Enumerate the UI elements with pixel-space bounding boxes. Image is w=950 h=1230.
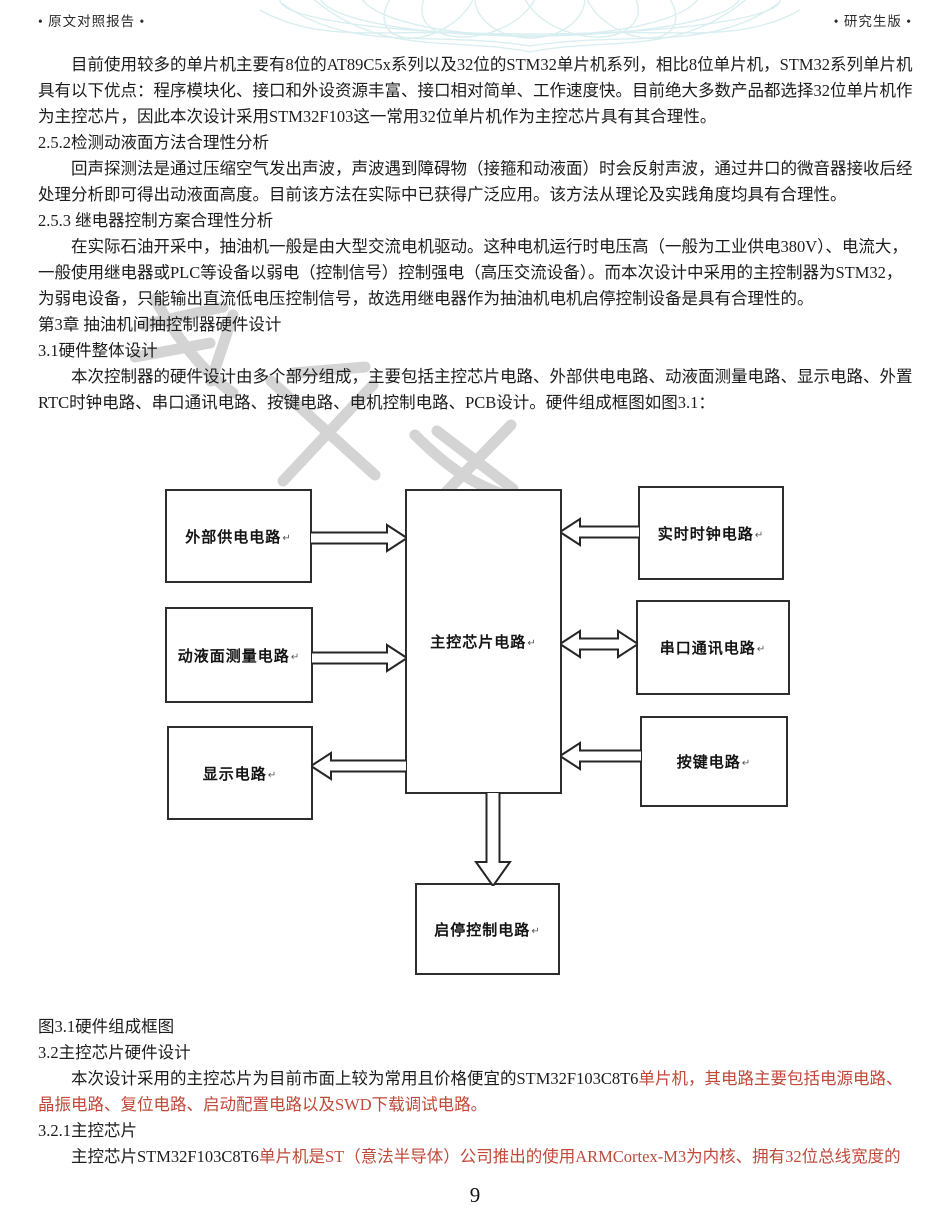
- figure-caption: 图3.1硬件组成框图: [38, 1017, 175, 1036]
- diagram-box-start-stop: 启停控制电路↵: [415, 883, 560, 975]
- paragraph-mcu-circuit-black: 本次设计采用的主控芯片为目前市面上较为常用且价格便宜的STM32F103C8T6: [71, 1069, 639, 1088]
- return-mark: ↵: [531, 925, 541, 937]
- box-label: 实时时钟电路: [657, 525, 754, 543]
- lower-text-block: 图3.1硬件组成框图 3.2主控芯片硬件设计 本次设计采用的主控芯片为目前市面上…: [38, 1014, 914, 1170]
- paragraph-mcu-choice: 目前使用较多的单片机主要有8位的AT89C5x系列以及32位的STM32单片机系…: [38, 55, 913, 126]
- diagram-box-keys: 按键电路↵: [640, 716, 788, 807]
- paragraph-mcu-circuit: 本次设计采用的主控芯片为目前市面上较为常用且价格便宜的STM32F103C8T6…: [38, 1066, 914, 1118]
- box-label: 串口通讯电路: [659, 640, 756, 657]
- paragraph-mcu-circuit-red: 单片机，其电路主要包括电源电路、晶振电路、复位电路、启动配置电路以及SWD下载调…: [38, 1069, 903, 1114]
- box-label: 动液面测量电路: [177, 647, 290, 665]
- diagram-box-external-power: 外部供电电路↵: [165, 489, 312, 583]
- diagram-box-display: 显示电路↵: [167, 726, 313, 820]
- arrow-liquid-to-mcu-icon: [311, 643, 407, 673]
- arrow-rtc-to-mcu-icon: [560, 517, 640, 547]
- arrow-mcu-to-startstop-icon: [474, 792, 512, 886]
- paragraph-mcu-intro: 主控芯片STM32F103C8T6单片机是ST（意法半导体）公司推出的使用ARM…: [38, 1144, 914, 1170]
- diagram-box-liquid-level: 动液面测量电路↵: [165, 607, 313, 703]
- heading-3-2: 3.2主控芯片硬件设计: [38, 1043, 191, 1062]
- arrow-power-to-mcu-icon: [310, 523, 407, 553]
- diagram-box-serial: 串口通讯电路↵: [636, 600, 790, 695]
- hardware-block-diagram: 外部供电电路↵ 动液面测量电路↵ 显示电路↵ 主控芯片电路↵ 实时时钟电路↵ 串…: [0, 455, 950, 1015]
- paragraph-echo-method: 回声探测法是通过压缩空气发出声波，声波遇到障碍物（接箍和动液面）时会反射声波，通…: [38, 159, 913, 204]
- heading-3-2-1: 3.2.1主控芯片: [38, 1121, 137, 1140]
- heading-chapter-3: 第3章 抽油机间抽控制器硬件设计: [38, 315, 282, 334]
- upper-text-block: 目前使用较多的单片机主要有8位的AT89C5x系列以及32位的STM32单片机系…: [38, 52, 914, 416]
- return-mark: ↵: [756, 644, 767, 655]
- heading-2-5-3: 2.5.3 继电器控制方案合理性分析: [38, 211, 274, 230]
- header-right-label: • 研究生版 •: [833, 14, 912, 29]
- return-mark: ↵: [290, 651, 301, 663]
- arrow-keys-to-mcu-icon: [560, 741, 642, 771]
- paragraph-mcu-intro-black: 主控芯片STM32F103C8T6: [71, 1147, 259, 1166]
- diagram-box-rtc: 实时时钟电路↵: [638, 486, 784, 580]
- return-mark: ↵: [267, 769, 278, 781]
- box-label: 按键电路: [676, 754, 741, 771]
- box-label: 显示电路: [202, 765, 267, 783]
- arrow-mcu-to-display-icon: [311, 751, 407, 781]
- return-mark: ↵: [741, 758, 752, 769]
- box-label: 主控芯片电路: [430, 634, 527, 651]
- page-header: • 原文对照报告 • • 研究生版 •: [38, 10, 912, 30]
- paragraph-mcu-intro-red: 单片机是ST（意法半导体）公司推出的使用ARMCortex-M3为内核、拥有32…: [258, 1147, 901, 1166]
- arrow-mcu-serial-bidirectional-icon: [560, 629, 638, 659]
- page-number: 9: [469, 1183, 481, 1207]
- return-mark: ↵: [282, 532, 292, 544]
- paragraph-hardware-overview: 本次控制器的硬件设计由多个部分组成，主要包括主控芯片电路、外部供电电路、动液面测…: [38, 367, 913, 412]
- heading-2-5-2: 2.5.2检测动液面方法合理性分析: [38, 133, 269, 152]
- heading-3-1: 3.1硬件整体设计: [38, 341, 158, 360]
- box-label: 外部供电电路: [185, 528, 282, 546]
- box-label: 启停控制电路: [434, 921, 531, 939]
- paragraph-relay-control: 在实际石油开采中，抽油机一般是由大型交流电机驱动。这种电机运行时电压高（一般为工…: [38, 237, 908, 308]
- return-mark: ↵: [527, 638, 537, 649]
- diagram-box-mcu: 主控芯片电路↵: [405, 489, 562, 794]
- return-mark: ↵: [754, 529, 765, 541]
- header-left-label: • 原文对照报告 •: [38, 14, 146, 29]
